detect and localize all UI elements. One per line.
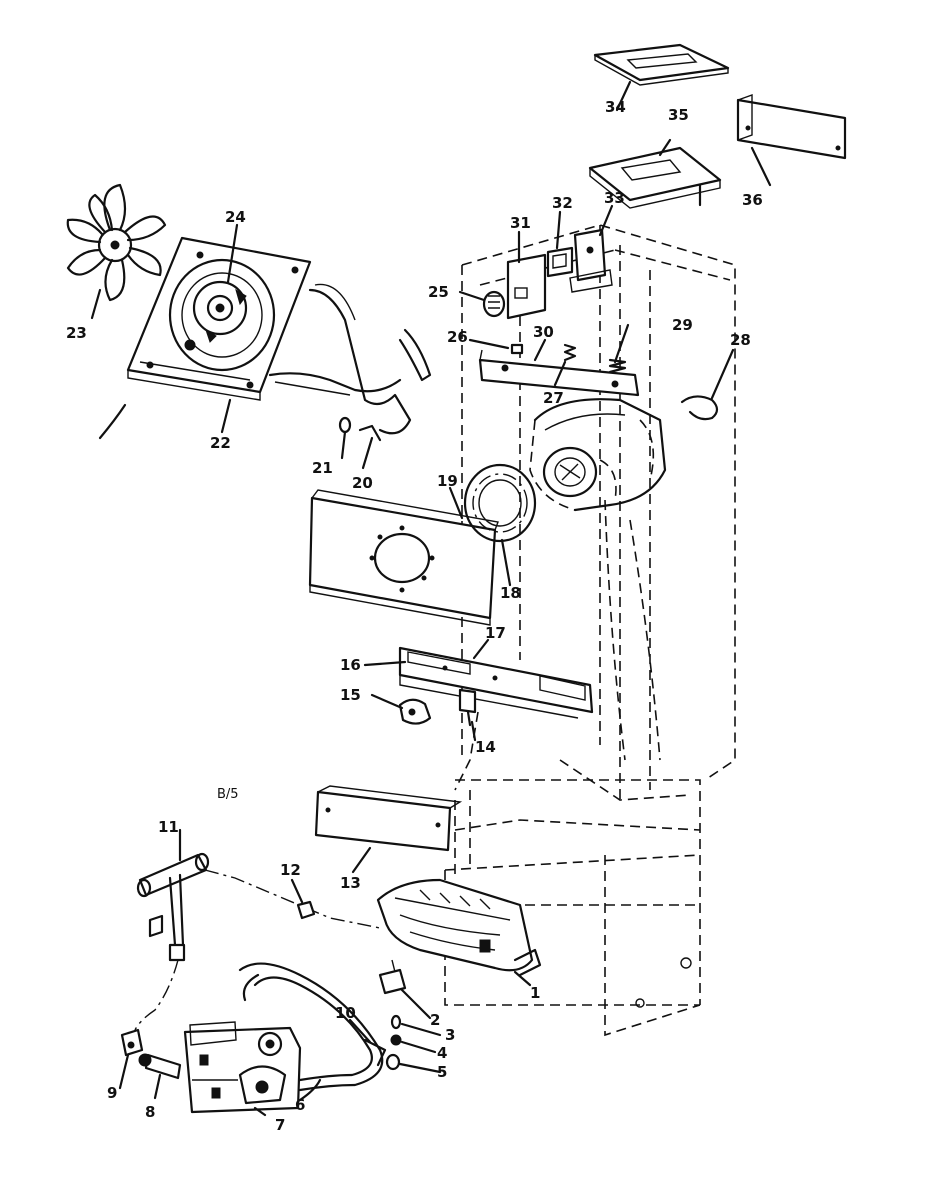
top-plate-34 xyxy=(593,43,730,86)
callout-labels: 1 2 3 4 5 6 7 8 9 10 11 12 13 14 15 16 1… xyxy=(66,98,763,1134)
callout-17: 17 xyxy=(485,624,506,642)
pilot-tube-line xyxy=(134,959,179,1031)
callout-30: 30 xyxy=(533,323,554,341)
page-note: B/5 xyxy=(217,787,239,802)
top-cover-35 xyxy=(588,146,722,209)
side-bracket-36 xyxy=(736,94,847,160)
igniter-14 xyxy=(458,688,477,727)
burner-assembly-1 xyxy=(376,878,542,977)
callout-34: 34 xyxy=(605,98,626,116)
gas-valve-7 xyxy=(183,1021,302,1114)
callout-5: 5 xyxy=(437,1063,447,1081)
burner-bracket-16 xyxy=(398,646,594,719)
callout-1: 1 xyxy=(530,984,540,1002)
callout-2: 2 xyxy=(430,1011,440,1029)
callout-16: 16 xyxy=(340,656,361,674)
motor-24 xyxy=(192,280,248,343)
callout-23: 23 xyxy=(66,324,87,342)
callout-3: 3 xyxy=(445,1026,455,1044)
callout-25: 25 xyxy=(428,283,449,301)
sensor-15 xyxy=(398,698,432,725)
motor-plate-22 xyxy=(126,236,312,401)
gas-tube-6 xyxy=(238,962,384,1092)
fan-blade-23 xyxy=(66,183,167,302)
washers-3-4-5 xyxy=(385,1014,402,1071)
callout-35: 35 xyxy=(668,106,689,124)
callout-32: 32 xyxy=(552,194,573,212)
channel-13 xyxy=(314,785,463,852)
callout-7: 7 xyxy=(275,1116,285,1134)
switch-26 xyxy=(510,343,524,355)
pilot-assembly-11 xyxy=(136,852,210,962)
callout-21: 21 xyxy=(312,459,333,477)
callout-22: 22 xyxy=(210,434,231,452)
callout-19: 19 xyxy=(437,472,458,490)
thermocouple-8 xyxy=(138,1053,182,1080)
callout-24: 24 xyxy=(225,208,246,226)
clip-28 xyxy=(680,395,719,421)
callout-8: 8 xyxy=(145,1103,155,1121)
fitting-12 xyxy=(296,900,316,920)
callout-29: 29 xyxy=(672,316,693,334)
callout-14: 14 xyxy=(475,738,496,756)
transformer-33 xyxy=(569,228,613,293)
callout-6: 6 xyxy=(295,1096,305,1114)
callout-36: 36 xyxy=(742,191,763,209)
spring-29 xyxy=(608,358,627,374)
gasket-18 xyxy=(463,463,537,543)
callout-9: 9 xyxy=(107,1084,117,1102)
callout-20: 20 xyxy=(352,474,373,492)
relay-32 xyxy=(546,246,574,278)
leader-lines xyxy=(90,80,772,1117)
blower-panel-19 xyxy=(308,489,499,626)
connector-9 xyxy=(120,1028,144,1057)
spring-27 xyxy=(563,343,577,362)
cabinet-outline xyxy=(444,224,736,1037)
heat-exchanger xyxy=(529,398,667,512)
callout-28: 28 xyxy=(730,331,751,349)
limit-switch-25 xyxy=(482,290,506,318)
callout-18: 18 xyxy=(500,584,521,602)
callout-15: 15 xyxy=(340,686,361,704)
callout-10: 10 xyxy=(335,1004,356,1022)
assembly-leader-line xyxy=(454,711,479,791)
control-box-31 xyxy=(506,253,547,320)
callout-33: 33 xyxy=(604,189,625,207)
callout-26: 26 xyxy=(447,328,468,346)
callout-31: 31 xyxy=(510,214,531,232)
callout-13: 13 xyxy=(340,874,361,892)
callout-27: 27 xyxy=(543,389,564,407)
motor-mount-arms-20-21 xyxy=(268,283,432,442)
callout-12: 12 xyxy=(280,861,301,879)
orifice-2 xyxy=(378,959,407,995)
callout-11: 11 xyxy=(158,818,179,836)
callout-4: 4 xyxy=(437,1044,447,1062)
pilot-leader-line xyxy=(204,869,381,929)
valve-connector-10 xyxy=(363,1038,387,1067)
